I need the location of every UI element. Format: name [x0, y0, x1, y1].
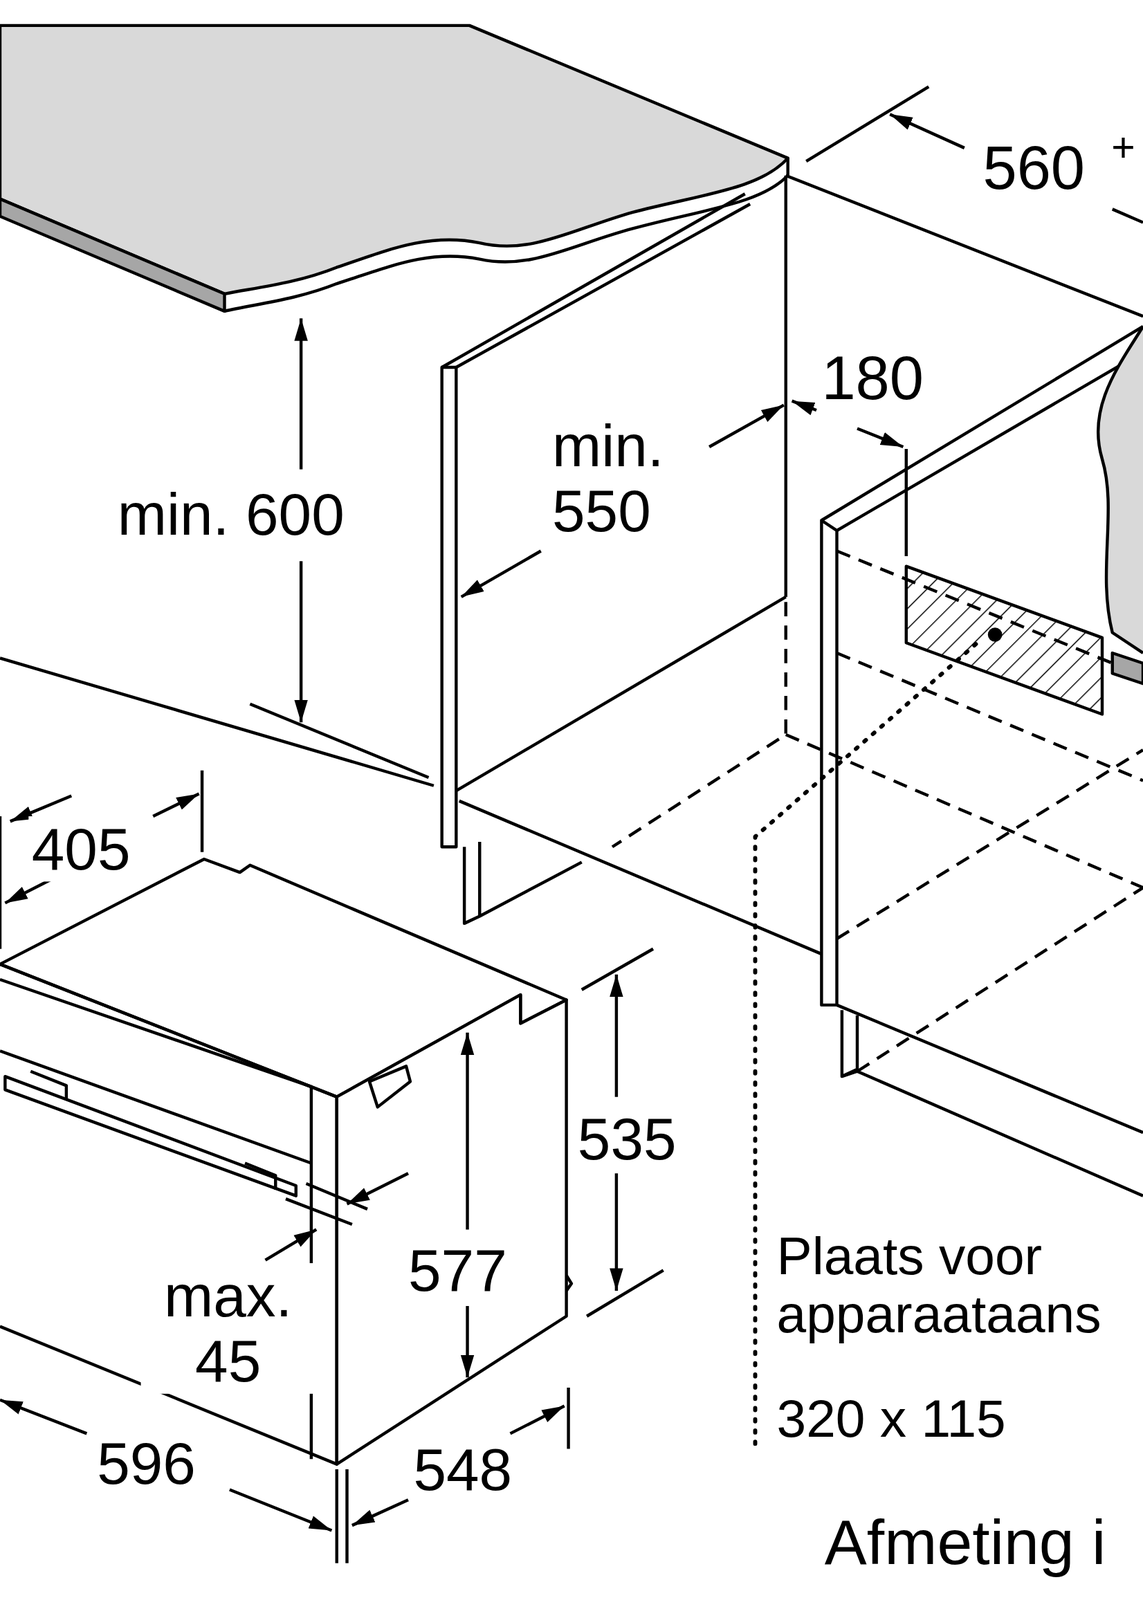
- drawing-line: [0, 964, 337, 1465]
- drawing-line: [904, 449, 908, 557]
- drawing-line: [792, 401, 817, 411]
- dimension-label: min. 600: [114, 481, 348, 547]
- drawing-line: [465, 1306, 469, 1378]
- drawing-line: [785, 175, 1143, 317]
- drawing-line: [821, 520, 837, 1006]
- drawing-line: [1098, 326, 1143, 654]
- drawing-line: [465, 1032, 469, 1231]
- drawing-line: [785, 734, 1143, 888]
- connection-size: 320 x 115: [773, 1390, 1009, 1449]
- drawing-line: [0, 770, 203, 950]
- drawing-line: [442, 367, 457, 847]
- drawing-line: [988, 627, 1003, 643]
- drawing-line: [4, 879, 51, 903]
- drawing-line: [336, 994, 567, 1465]
- drawing-line: [352, 1500, 409, 1526]
- drawing-line: [612, 551, 1143, 1072]
- drawing-line: [1112, 653, 1143, 684]
- drawing-line: [459, 801, 822, 955]
- drawing-line: [442, 175, 786, 598]
- drawing-line: [906, 566, 1103, 715]
- drawing-line: [285, 1183, 368, 1225]
- drawing-line: [615, 974, 618, 1098]
- dimension-label: 405: [28, 816, 134, 882]
- drawing-line: [612, 601, 786, 847]
- connection-note: Plaats voor apparaataans: [773, 1227, 1143, 1345]
- drawing-line: [152, 794, 199, 817]
- dimension-label: max. 45: [141, 1263, 316, 1394]
- dimension-label: 535: [574, 1106, 680, 1172]
- dimension-label: min. 550: [549, 413, 709, 544]
- drawing-line: [857, 428, 903, 448]
- tolerance-label: +: [1108, 124, 1139, 170]
- drawing-line: [4, 1076, 296, 1197]
- drawing-line: [299, 318, 303, 470]
- drawing-line: [369, 1066, 411, 1108]
- drawing-line: [615, 1173, 618, 1292]
- dimension-label: 596: [94, 1430, 200, 1496]
- drawing-line: [837, 750, 1143, 939]
- dimension-label: 560: [979, 134, 1089, 203]
- drawing-line: [461, 551, 542, 598]
- dimension-label: 577: [405, 1237, 511, 1303]
- drawing-line: [224, 158, 789, 312]
- drawing-line: [347, 1173, 409, 1204]
- dimension-label: 180: [818, 345, 928, 413]
- drawing-line: [0, 1050, 312, 1164]
- drawing-line: [842, 1010, 1143, 1196]
- drawing-line: [265, 1229, 317, 1260]
- drawing-line: [0, 199, 225, 312]
- drawing-line: [566, 1387, 570, 1450]
- drawing-line: [709, 405, 784, 447]
- drawing-line: [889, 114, 965, 149]
- drawing-line: [299, 561, 303, 723]
- drawing-line: [566, 1275, 572, 1292]
- drawing-line: [455, 597, 786, 791]
- drawing-line: [510, 1406, 565, 1435]
- drawing-line: [249, 704, 429, 778]
- drawing-line: [857, 887, 1143, 1072]
- drawing-line: [336, 1469, 348, 1564]
- drawing-line: [0, 1400, 87, 1435]
- units-note: Afmeting i: [821, 1508, 1109, 1579]
- drawing-line: [229, 1490, 333, 1532]
- drawing-line: [30, 1071, 276, 1191]
- drawing-line: [1112, 208, 1143, 223]
- drawing-line: [464, 842, 582, 924]
- dimension-label: 548: [410, 1437, 516, 1503]
- drawing-line: [0, 657, 434, 786]
- drawing-line: [837, 1005, 1143, 1133]
